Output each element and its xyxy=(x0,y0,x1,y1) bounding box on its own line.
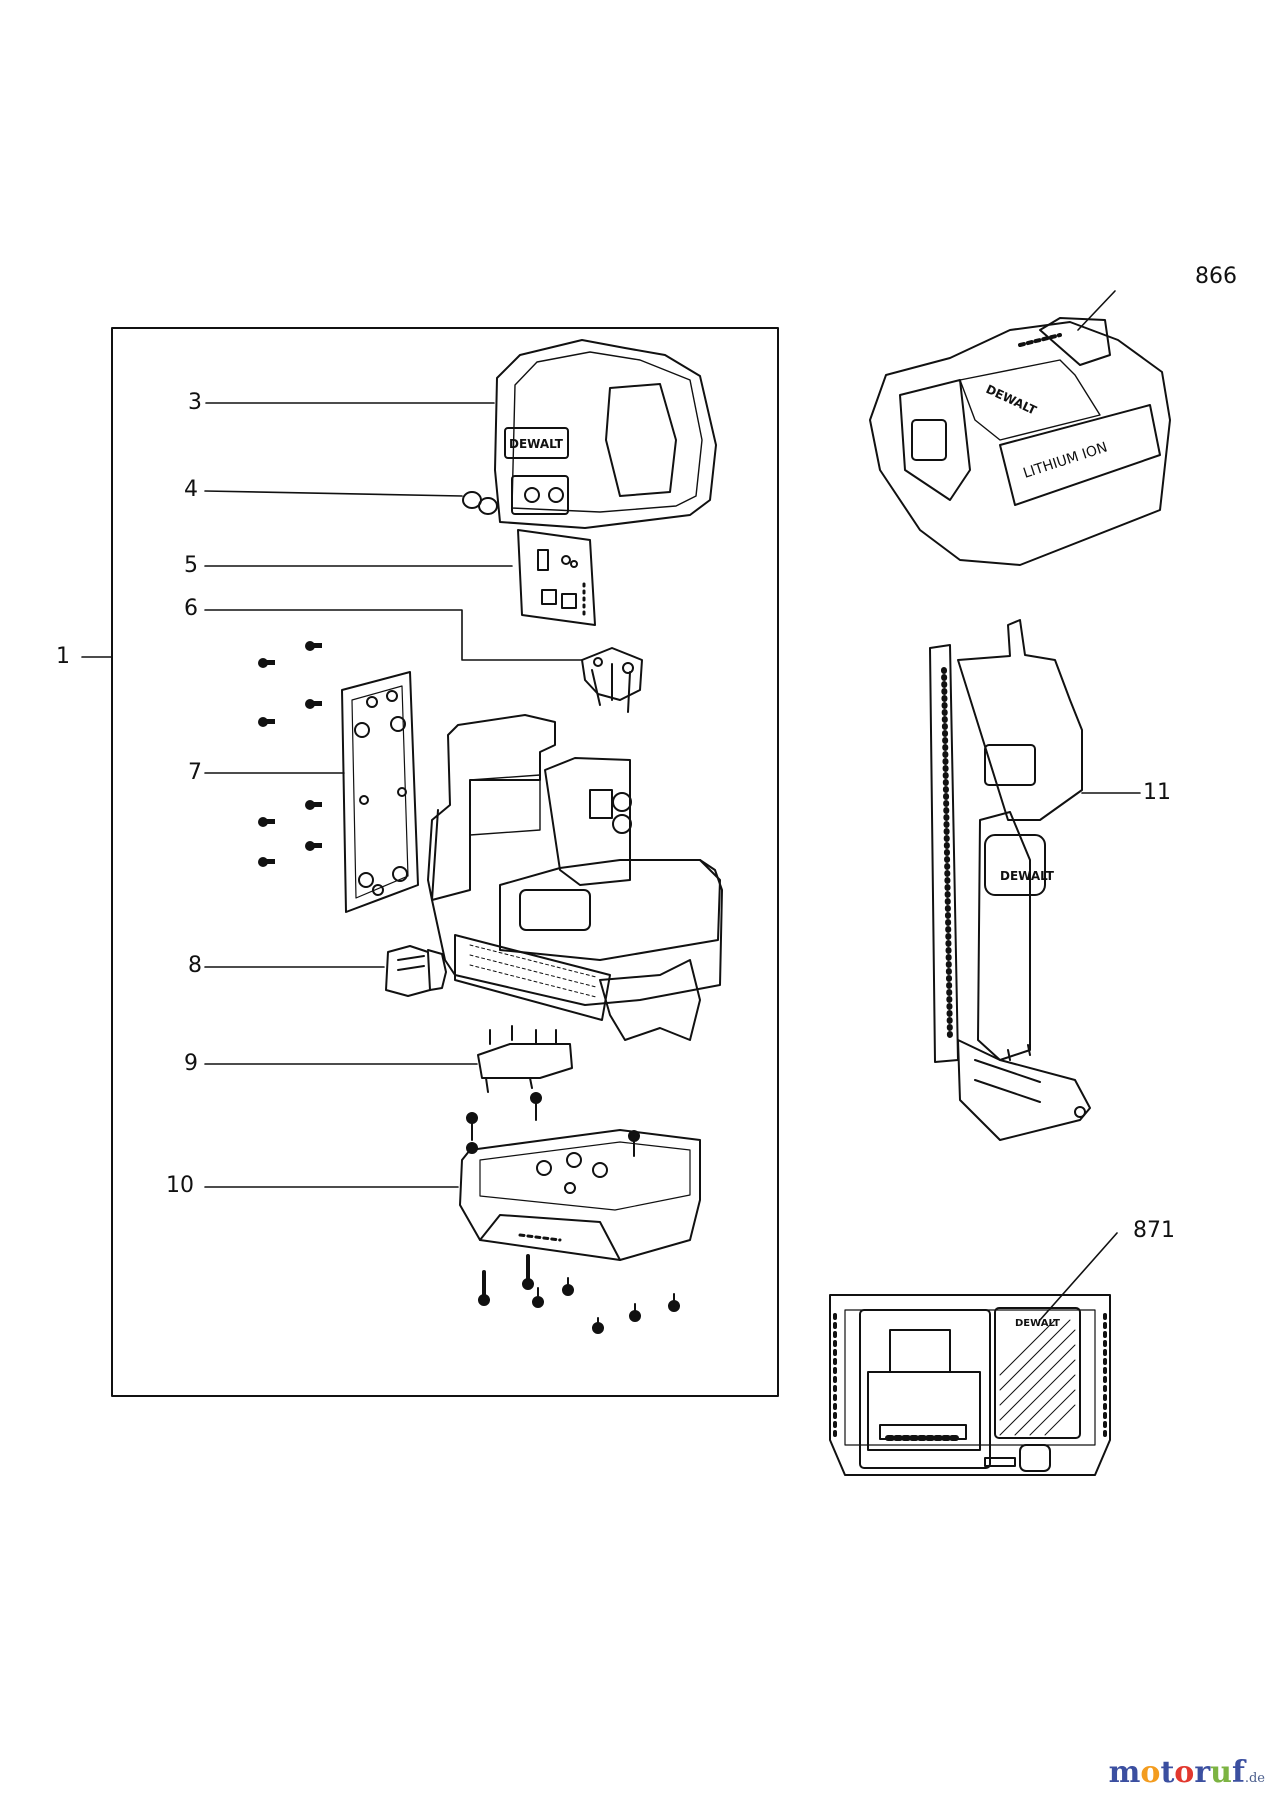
leader-866 xyxy=(1077,290,1116,331)
bracket-logo: DEWALT xyxy=(1000,869,1055,883)
pendulum-clip xyxy=(581,647,643,713)
watermark-letter: f xyxy=(1231,1755,1245,1790)
watermark-letter: t xyxy=(1160,1755,1175,1790)
battery-label: LITHIUM ION xyxy=(1021,440,1109,482)
watermark-letter: r xyxy=(1194,1755,1211,1790)
callout-8: 8 xyxy=(188,953,202,978)
back-plate xyxy=(341,671,419,913)
battery-charger: DEWALT xyxy=(829,1294,1111,1476)
circuit-board xyxy=(517,529,596,626)
watermark-letter: o xyxy=(1174,1755,1195,1790)
callout-10: 10 xyxy=(166,1173,194,1198)
main-chassis xyxy=(427,714,723,1041)
callout-1: 1 xyxy=(56,644,70,669)
watermark-suffix: .de xyxy=(1244,1771,1265,1786)
base-screws xyxy=(466,1092,680,1334)
watermark-text: motoruf xyxy=(1109,1755,1245,1790)
watermark-letter: u xyxy=(1210,1755,1232,1790)
watermark-letter: m xyxy=(1108,1755,1141,1790)
callout-11: 11 xyxy=(1143,780,1171,805)
plate-screws xyxy=(258,641,322,867)
button-caps xyxy=(462,491,498,515)
callout-4: 4 xyxy=(184,477,198,502)
assembly-frame xyxy=(111,327,779,1397)
callout-9: 9 xyxy=(184,1051,198,1076)
wall-mount-bracket: DEWALT xyxy=(929,619,1091,1141)
watermark-logo: motoruf.de xyxy=(1109,1758,1265,1788)
leader-871 xyxy=(1039,1232,1118,1321)
housing-logo: DEWALT xyxy=(509,437,564,451)
leader-lines xyxy=(81,290,1141,1321)
laser-housing-cover: DEWALT xyxy=(494,339,717,529)
callout-866: 866 xyxy=(1195,264,1237,289)
callout-871: 871 xyxy=(1133,1218,1175,1243)
leader-4 xyxy=(204,490,463,497)
callout-7: 7 xyxy=(188,760,202,785)
base-plate xyxy=(459,1129,701,1261)
switch-bracket xyxy=(477,1025,573,1093)
charger-logo: DEWALT xyxy=(1015,1318,1060,1329)
leader-6 xyxy=(204,609,583,661)
callout-3: 3 xyxy=(188,390,202,415)
callout-6: 6 xyxy=(184,596,198,621)
battery-logo: DEWALT xyxy=(984,382,1040,418)
adjustment-knob xyxy=(385,945,447,997)
watermark-letter: o xyxy=(1140,1755,1161,1790)
callout-5: 5 xyxy=(184,553,198,578)
battery-pack: DEWALT LITHIUM ION xyxy=(869,317,1171,566)
